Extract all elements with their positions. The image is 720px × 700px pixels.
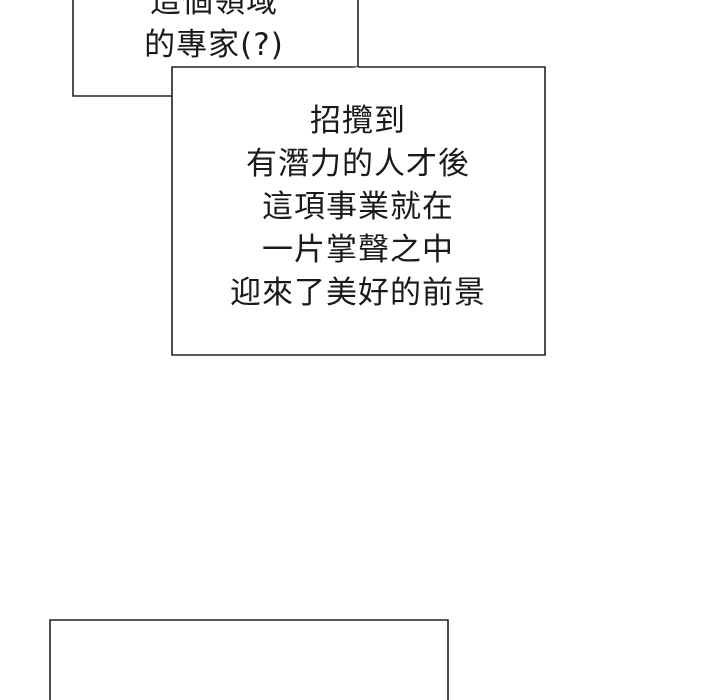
- main-narration-line: 迎來了美好的前景: [230, 275, 486, 311]
- lower-panel-frame: [49, 619, 449, 700]
- upper-narration-text: 這個領域 的專家(?): [96, 0, 332, 67]
- upper-narration-line: 這個領域: [150, 0, 278, 20]
- main-narration-line: 招攬到: [310, 103, 406, 139]
- main-narration-box: [171, 66, 546, 356]
- main-narration-line: 有潛力的人才後: [246, 146, 470, 182]
- upper-narration-box: [72, 0, 359, 97]
- upper-narration-line: 的專家(?): [144, 27, 284, 63]
- main-narration-line: 一片掌聲之中: [262, 232, 454, 268]
- main-narration-text: 招攬到 有潛力的人才後 這項事業就在 一片掌聲之中 迎來了美好的前景: [196, 100, 520, 315]
- main-narration-line: 這項事業就在: [262, 189, 454, 225]
